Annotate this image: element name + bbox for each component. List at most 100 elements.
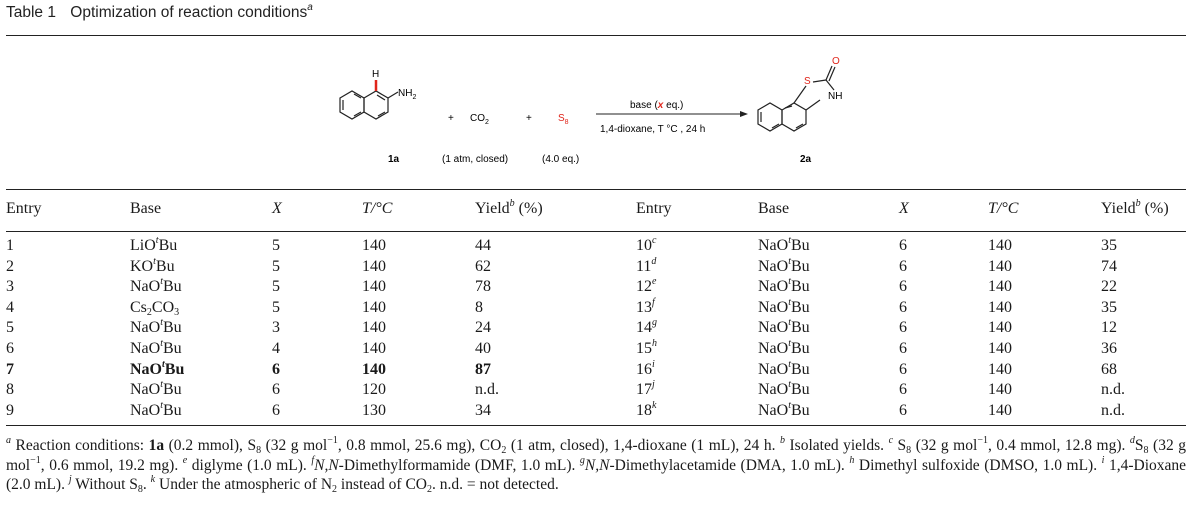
base-cell: NaOtBu	[758, 297, 810, 317]
x-cell: 6	[899, 361, 907, 378]
yield-cell: 74	[1101, 258, 1117, 275]
yield-cell: 35	[1101, 299, 1117, 316]
base-cell: Cs2CO3	[130, 299, 180, 318]
temperature-cell: 140	[362, 319, 386, 336]
plus-1: +	[448, 113, 454, 124]
yield-cell: 87	[475, 361, 491, 378]
base-cell: NaOtBu	[130, 317, 182, 337]
yield-cell: 62	[475, 258, 491, 275]
x-cell: 5	[272, 258, 280, 275]
entry-cell: 3	[6, 278, 14, 295]
entry-cell: 14g	[636, 317, 657, 337]
entry-cell: 1	[6, 237, 14, 254]
entry-cell: 18k	[636, 400, 657, 420]
entry-cell: 7	[6, 361, 14, 378]
base-cell: NaOtBu	[758, 338, 810, 358]
base-cell: NaOtBu	[130, 400, 182, 420]
x-cell: 4	[272, 340, 280, 357]
x-cell: 6	[899, 237, 907, 254]
entry-cell: 8	[6, 381, 14, 398]
entry-cell: 10c	[636, 235, 657, 255]
entry-cell: 2	[6, 258, 14, 275]
base-cell: NaOtBu	[758, 276, 810, 296]
header-rule-bottom	[6, 231, 1186, 232]
temperature-cell: 140	[988, 299, 1012, 316]
temperature-cell: 140	[362, 237, 386, 254]
entry-cell: 12e	[636, 276, 657, 296]
co2-reagent: CO2	[470, 113, 489, 126]
yield-cell: n.d.	[1101, 402, 1125, 419]
base-cell: NaOtBu	[130, 276, 182, 296]
entry-cell: 9	[6, 402, 14, 419]
base-cell: NaOtBu	[758, 359, 810, 379]
reaction-arrow-head	[740, 111, 748, 117]
header-x-right: X	[899, 200, 909, 217]
product-nh: NH	[828, 91, 842, 102]
header-base-left: Base	[130, 200, 162, 217]
table-title-note: a	[307, 2, 313, 13]
yield-cell: 34	[475, 402, 491, 419]
product-s-atom: S	[804, 76, 811, 87]
table-title: Optimization of reaction conditions	[70, 4, 308, 21]
table-caption: Table 1 Optimization of reaction conditi…	[6, 2, 313, 22]
temperature-cell: 140	[988, 237, 1012, 254]
x-cell: 6	[899, 299, 907, 316]
yield-cell: 8	[475, 299, 483, 316]
temperature-cell: 140	[988, 319, 1012, 336]
entry-cell: 4	[6, 299, 14, 316]
s8-reagent: S8	[558, 113, 569, 126]
header-x-left: X	[272, 200, 282, 217]
yield-cell: 12	[1101, 319, 1117, 336]
temperature-cell: 140	[362, 361, 386, 378]
s8-condition: (4.0 eq.)	[542, 154, 579, 165]
yield-cell: 40	[475, 340, 491, 357]
yield-cell: 36	[1101, 340, 1117, 357]
yield-cell: 44	[475, 237, 491, 254]
top-rule	[6, 35, 1186, 36]
x-cell: 6	[272, 361, 280, 378]
header-t-right: T/°C	[988, 200, 1019, 217]
reactant-label: 1a	[388, 154, 400, 165]
bottom-rule	[6, 425, 1186, 426]
entry-cell: 6	[6, 340, 14, 357]
x-cell: 6	[899, 381, 907, 398]
entry-cell: 17j	[636, 379, 655, 399]
yield-cell: 24	[475, 319, 491, 336]
reaction-scheme: H NH2 + CO2 + S8 base (x eq.) 1,4-dioxan…	[339, 56, 842, 165]
entry-cell: 5	[6, 319, 14, 336]
temperature-cell: 130	[362, 402, 386, 419]
header-entry-right: Entry	[636, 200, 672, 217]
product-o-atom: O	[832, 56, 840, 67]
x-cell: 5	[272, 299, 280, 316]
yield-cell: 68	[1101, 361, 1117, 378]
base-cell: LiOtBu	[130, 235, 178, 255]
temperature-cell: 140	[988, 278, 1012, 295]
temperature-cell: 140	[988, 381, 1012, 398]
arrow-top-conditions: base (x eq.)	[630, 100, 683, 111]
yield-cell: 78	[475, 278, 491, 295]
yield-cell: 22	[1101, 278, 1117, 295]
temperature-cell: 140	[988, 340, 1012, 357]
x-cell: 6	[899, 278, 907, 295]
product-structure	[757, 65, 836, 132]
nh2-label: NH2	[398, 88, 416, 101]
base-cell: NaOtBu	[758, 256, 810, 276]
base-cell: NaOtBu	[758, 317, 810, 337]
x-cell: 5	[272, 237, 280, 254]
temperature-cell: 120	[362, 381, 386, 398]
x-cell: 6	[899, 340, 907, 357]
naphthylamine-structure	[339, 90, 399, 120]
base-cell: NaOtBu	[130, 359, 185, 379]
x-cell: 6	[899, 402, 907, 419]
x-cell: 6	[899, 258, 907, 275]
entry-cell: 11d	[636, 256, 657, 276]
plus-2: +	[526, 113, 532, 124]
x-cell: 3	[272, 319, 280, 336]
header-entry-left: Entry	[6, 200, 42, 217]
base-cell: NaOtBu	[758, 379, 810, 399]
yield-cell: n.d.	[1101, 381, 1125, 398]
temperature-cell: 140	[988, 258, 1012, 275]
x-cell: 6	[272, 381, 280, 398]
footnotes: a Reaction conditions: 1a (0.2 mmol), S8…	[6, 435, 1187, 495]
temperature-cell: 140	[988, 402, 1012, 419]
